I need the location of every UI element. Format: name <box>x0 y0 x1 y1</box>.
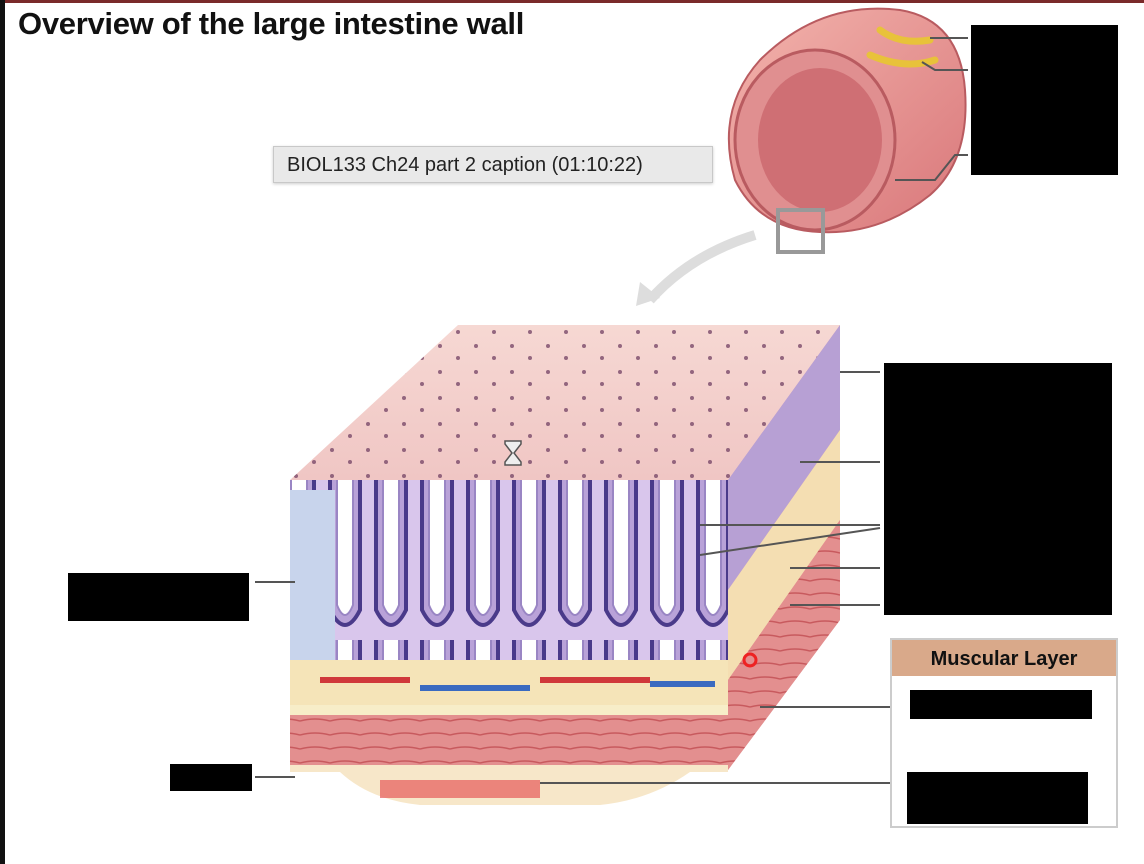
caption-tooltip: BIOL133 Ch24 part 2 caption (01:10:22) <box>273 146 713 183</box>
redacted-label-lymphoid <box>68 573 249 621</box>
redacted-label-serosa <box>170 764 252 791</box>
hourglass-icon <box>504 440 522 466</box>
colon-tube-illustration <box>727 7 967 254</box>
window-top-border <box>0 0 1144 3</box>
redacted-label-mucosa <box>884 363 1112 615</box>
wall-block-diagram <box>290 325 840 805</box>
redacted-label-tube <box>971 25 1118 175</box>
window-left-border <box>0 0 5 864</box>
muscular-layer-header: Muscular Layer <box>892 640 1116 676</box>
zoom-region-marker <box>776 208 825 254</box>
redacted-label-circular <box>910 690 1092 719</box>
redacted-label-longitudinal <box>907 772 1088 824</box>
zoom-arrow <box>646 230 757 304</box>
leader-lines <box>255 37 968 784</box>
lymphoid-nodule <box>290 490 335 660</box>
slide-title: Overview of the large intestine wall <box>18 6 525 41</box>
